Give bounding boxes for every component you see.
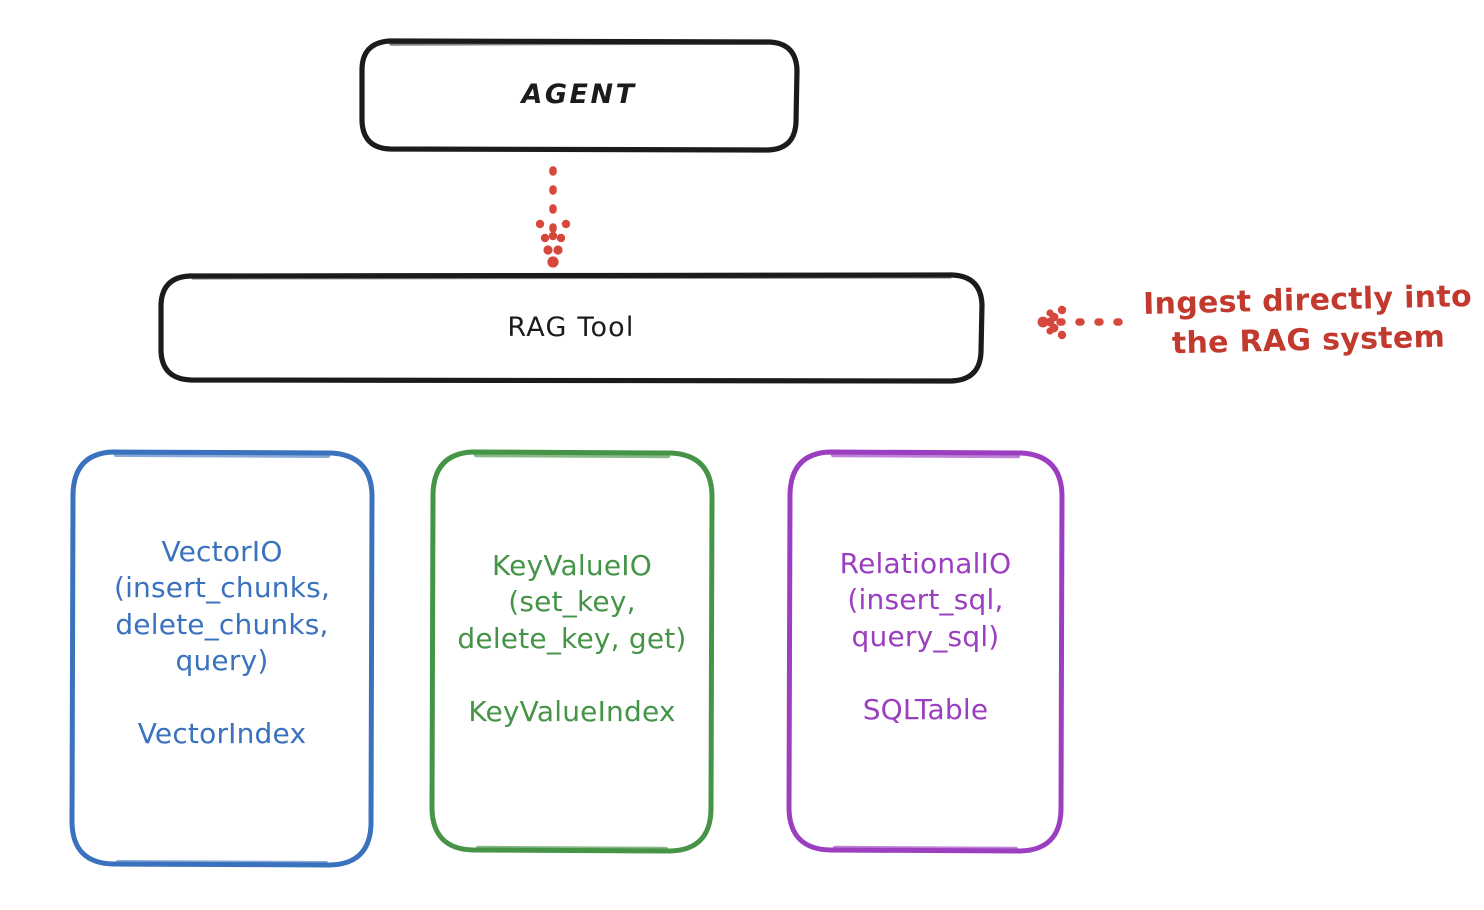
node-relational-io-label: RelationalIO (insert_sql, query_sql) SQL… bbox=[839, 547, 1012, 726]
edge-ingest-to-rag-tool bbox=[1037, 305, 1137, 340]
node-agent[interactable]: AGENT bbox=[358, 38, 800, 153]
node-key-value-io-label: KeyValueIO (set_key, delete_key, get) Ke… bbox=[457, 549, 687, 728]
node-rag-tool-label: RAG Tool bbox=[507, 311, 635, 343]
edge-agent-to-rag-tool bbox=[535, 166, 571, 268]
node-key-value-io[interactable]: KeyValueIO (set_key, delete_key, get) Ke… bbox=[428, 448, 716, 856]
node-rag-tool[interactable]: RAG Tool bbox=[157, 272, 985, 384]
node-vector-io-label: VectorIO (insert_chunks, delete_chunks, … bbox=[113, 535, 331, 750]
node-vector-io[interactable]: VectorIO (insert_chunks, delete_chunks, … bbox=[68, 448, 376, 870]
annotation-ingest-directly: Ingest directly into the RAG system bbox=[1142, 278, 1473, 361]
node-relational-io[interactable]: RelationalIO (insert_sql, query_sql) SQL… bbox=[785, 448, 1066, 856]
node-agent-label: AGENT bbox=[521, 79, 637, 111]
